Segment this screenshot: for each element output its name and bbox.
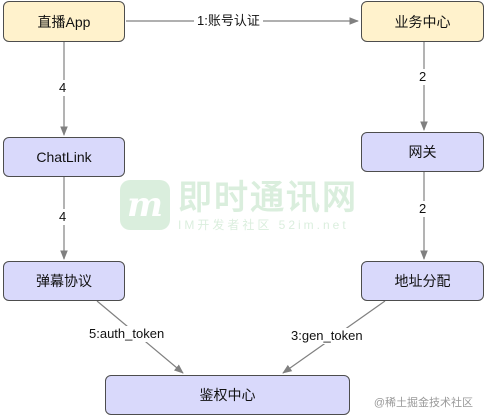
edge-label-gateway-to-address: 2 xyxy=(419,201,427,217)
edge-label-chatlink-to-barrage: 4 xyxy=(59,209,67,225)
edge-label-business-to-gateway: 2 xyxy=(419,69,427,85)
watermark-logo: m xyxy=(120,180,170,230)
watermark: m 即时通讯网 IM开发者社区 52im.net xyxy=(120,178,358,232)
node-chatlink: ChatLink xyxy=(3,137,125,177)
node-barrage-protocol: 弹幕协议 xyxy=(3,261,125,301)
node-business-center: 业务中心 xyxy=(361,1,484,42)
edge-label-gen-token: 3:gen_token xyxy=(289,328,365,344)
node-live-app: 直播App xyxy=(3,1,125,42)
edge-label-account-auth: 1:账号认证 xyxy=(194,13,263,29)
watermark-title: 即时通讯网 xyxy=(178,179,358,217)
node-address-allocation: 地址分配 xyxy=(361,261,484,301)
node-auth-center: 鉴权中心 xyxy=(105,375,350,415)
watermark-subtitle: IM开发者社区 52im.net xyxy=(178,218,349,232)
credit-text: @稀土掘金技术社区 xyxy=(373,397,473,409)
edge-label-auth-token: 5:auth_token xyxy=(87,326,167,342)
edge-label-app-to-chatlink: 4 xyxy=(59,80,67,96)
node-gateway: 网关 xyxy=(361,132,484,172)
